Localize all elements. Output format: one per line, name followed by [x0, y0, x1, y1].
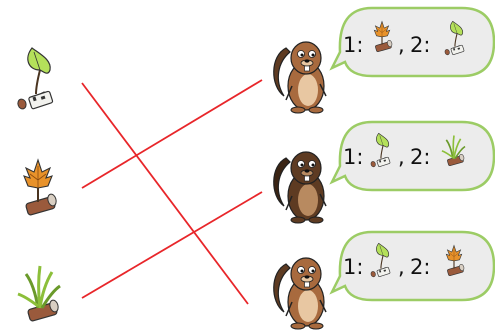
separator: ,	[398, 145, 405, 169]
beaver-light-icon[interactable]	[272, 257, 327, 330]
preference-1-label: 1:	[343, 255, 363, 279]
beavers	[272, 41, 327, 330]
left-items	[15, 47, 62, 324]
separator: ,	[398, 255, 405, 279]
speech-bubbles: 1: , 2: 1: , 2: 1: , 2:	[329, 6, 495, 302]
speech-bubble-1: 1: , 2:	[329, 6, 495, 78]
birch-leaf-on-birch-log-icon[interactable]	[15, 47, 55, 111]
grass-on-wooden-log-icon[interactable]	[16, 264, 62, 324]
beaver-dark-icon[interactable]	[272, 151, 327, 224]
preference-2-label: 2:	[410, 145, 430, 169]
preference-2-label: 2:	[410, 33, 430, 57]
beaver-light-icon[interactable]	[272, 41, 327, 114]
connection-line-1[interactable]	[81, 82, 249, 305]
preference-1-label: 1:	[343, 145, 363, 169]
speech-bubble-3: 1: , 2:	[329, 230, 495, 302]
connection-line-2[interactable]	[81, 79, 263, 189]
speech-bubble-2: 1: , 2:	[329, 120, 495, 192]
connection-lines	[81, 79, 263, 305]
connection-line-3[interactable]	[81, 191, 263, 299]
separator: ,	[398, 33, 405, 57]
preference-2-label: 2:	[410, 255, 430, 279]
preference-1-label: 1:	[343, 33, 363, 57]
maple-leaf-on-wooden-log-icon[interactable]	[23, 159, 59, 217]
